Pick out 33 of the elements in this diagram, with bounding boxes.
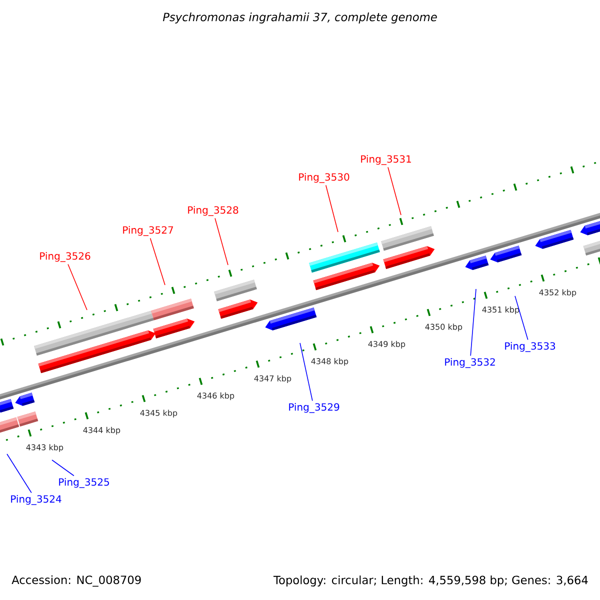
leader-line — [214, 218, 228, 266]
leader-line — [68, 264, 88, 310]
gene-label: Ping_3528 — [188, 206, 238, 216]
scale-label: 4347 kbp — [254, 375, 292, 383]
scale-label: 4350 kbp — [425, 324, 462, 332]
scale-label: 4351 kbp — [482, 306, 520, 314]
leader-line — [52, 460, 74, 476]
scale-label: 4352 kbp — [539, 289, 576, 297]
scale-label: 4345 kbp — [140, 410, 178, 418]
scale-label: 4346 kbp — [197, 392, 234, 400]
title: Psychromonas ingrahamii 37, complete genome — [162, 12, 437, 24]
scale-label: 4348 kbp — [311, 358, 348, 366]
gene-label: Ping_3529 — [289, 403, 340, 413]
gene-label: Ping_3525 — [59, 478, 109, 488]
gene-label: Ping_3527 — [123, 226, 173, 236]
scale-label: 4349 kbp — [368, 340, 406, 349]
leader-line — [6, 454, 32, 494]
footer-text: Topology: circular; Length: 4,559,598 bp; Genes: 3,664 — [273, 576, 588, 586]
gene-label: Ping_3531 — [361, 155, 411, 165]
scale-label: 4343 kbp — [26, 444, 64, 452]
gene-label: Ping_3532 — [445, 358, 495, 368]
leader-line — [150, 238, 166, 286]
footer-text: Accession: NC_008709 — [12, 575, 141, 587]
leader-line — [325, 184, 338, 232]
gene-label: Ping_3530 — [299, 173, 350, 183]
leader-line — [388, 166, 402, 216]
leader-line — [300, 342, 313, 402]
leader-line — [514, 296, 528, 340]
gene-label: Ping_3533 — [505, 342, 556, 352]
gene-label: Ping_3526 — [40, 252, 90, 262]
gene-label: Ping_3524 — [11, 495, 62, 505]
scale-label: 4344 kbp — [83, 426, 120, 435]
leader-line — [470, 288, 476, 356]
